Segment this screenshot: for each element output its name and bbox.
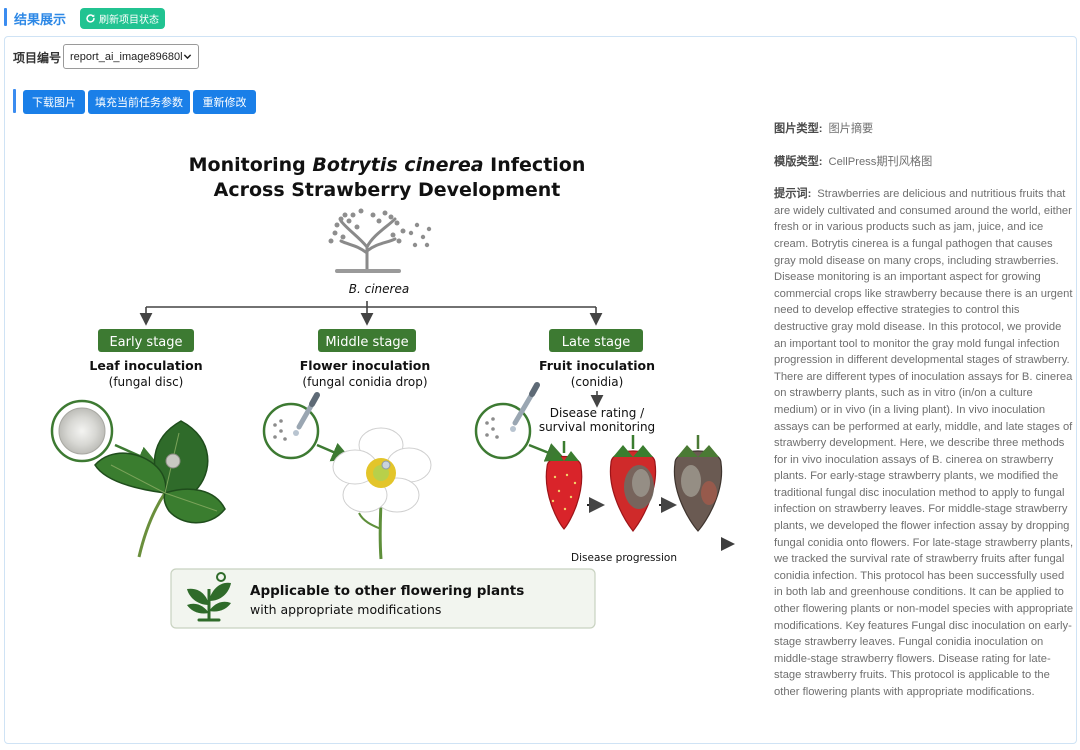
figure-title-line1: Monitoring Botrytis cinerea Infection bbox=[189, 154, 586, 176]
infected-strawberry-icon bbox=[609, 435, 657, 532]
middle-stage-label: Middle stage bbox=[325, 335, 408, 350]
rating-line1: Disease rating / bbox=[550, 406, 645, 420]
strawberry-leaf-icon bbox=[94, 420, 226, 558]
refresh-icon bbox=[86, 14, 95, 23]
late-stage-badge bbox=[549, 329, 643, 352]
late-stage-method: Fruit inoculation bbox=[539, 358, 655, 373]
middle-stage-badge bbox=[318, 329, 416, 352]
image-type-row: 图片类型: 图片摘要 bbox=[774, 121, 1074, 138]
header-accent-bar bbox=[4, 8, 7, 26]
regenerate-button[interactable]: 重新修改 bbox=[193, 90, 256, 114]
plant-sprout-icon bbox=[187, 572, 231, 622]
early-stage-label: Early stage bbox=[109, 335, 182, 350]
result-panel: 项目编号 report_ai_image89680l 下载图片 填充当前任务参数… bbox=[4, 36, 1077, 744]
late-stage-label: Late stage bbox=[562, 335, 631, 350]
middle-stage-detail: (fungal conidia drop) bbox=[302, 375, 427, 389]
image-type-label: 图片类型: bbox=[774, 123, 823, 135]
conidia-pipette-icon bbox=[474, 382, 540, 460]
project-id-label: 项目编号 bbox=[13, 51, 62, 65]
template-type-value: CellPress期刊风格图 bbox=[828, 155, 933, 168]
middle-stage-method: Flower inoculation bbox=[300, 358, 431, 373]
figure-title-line2: Across Strawberry Development bbox=[214, 179, 561, 201]
botrytis-fungus-icon bbox=[328, 208, 432, 273]
pathogen-label: B. cinerea bbox=[349, 282, 409, 296]
prompt-label: 提示词: bbox=[774, 188, 812, 201]
early-stage-method: Leaf inoculation bbox=[89, 358, 202, 373]
stage-connector-arrows bbox=[139, 301, 603, 326]
late-stage-detail: (conidia) bbox=[571, 375, 624, 389]
image-type-value: 图片摘要 bbox=[828, 123, 874, 135]
strawberry-flower-icon bbox=[332, 427, 432, 560]
fungal-disc-icon bbox=[50, 399, 114, 463]
healthy-strawberry-icon bbox=[545, 441, 583, 530]
applicable-box bbox=[170, 568, 596, 629]
refresh-status-button[interactable]: 刷新项目状态 bbox=[80, 8, 165, 29]
progression-label: Disease progression bbox=[571, 552, 677, 564]
fill-params-button[interactable]: 填充当前任务参数 bbox=[88, 90, 190, 114]
refresh-status-label: 刷新项目状态 bbox=[99, 15, 159, 26]
applicable-subtitle: with appropriate modifications bbox=[250, 602, 441, 617]
download-image-button[interactable]: 下载图片 bbox=[23, 90, 85, 114]
project-id-select[interactable]: report_ai_image89680l bbox=[63, 44, 199, 69]
generated-figure: Monitoring Botrytis cinerea Infection Ac… bbox=[19, 121, 755, 629]
template-type-row: 模版类型: CellPress期刊风格图 bbox=[774, 154, 1074, 171]
conidia-drop-icon bbox=[262, 392, 320, 460]
toolbar-accent-bar bbox=[13, 89, 16, 113]
project-id-value: report_ai_image89680l bbox=[70, 50, 183, 63]
result-title: 结果展示 bbox=[14, 12, 67, 27]
rotten-strawberry-icon bbox=[673, 435, 723, 532]
prompt-text: Strawberries are delicious and nutritiou… bbox=[774, 188, 1074, 698]
template-type-label: 模版类型: bbox=[774, 155, 823, 168]
metadata-panel: 图片类型: 图片摘要 模版类型: CellPress期刊风格图 提示词:Strawb… bbox=[774, 121, 1074, 717]
applicable-title: Applicable to other flowering plants bbox=[250, 583, 524, 599]
figure-background bbox=[19, 121, 755, 621]
chevron-down-icon bbox=[183, 54, 192, 60]
early-stage-detail: (fungal disc) bbox=[109, 375, 184, 389]
progression-arrowhead bbox=[721, 537, 735, 551]
result-header: 结果展示 刷新项目状态 bbox=[0, 0, 1080, 36]
prompt-row: 提示词:Strawberries are delicious and nutri… bbox=[774, 186, 1074, 700]
rating-line2: survival monitoring bbox=[539, 420, 655, 434]
early-stage-badge bbox=[98, 329, 194, 352]
